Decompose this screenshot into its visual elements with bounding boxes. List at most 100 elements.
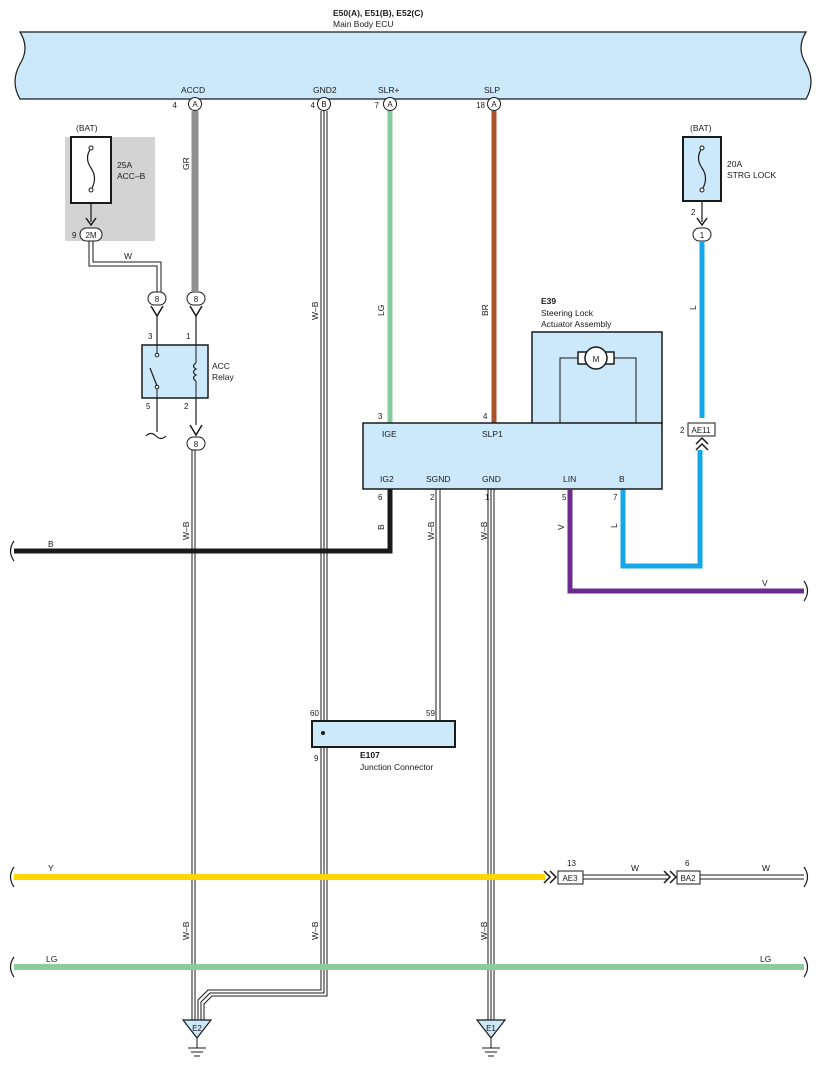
relay-conn-label: 8 xyxy=(194,295,199,304)
wire-v: V V xyxy=(556,489,809,602)
ba2-conn-label: BA2 xyxy=(680,874,696,883)
actuator-term-slp1: SLP1 xyxy=(482,429,503,439)
ecu-pin-num: 4 xyxy=(311,101,316,110)
fuse-name-label: STRG LOCK xyxy=(727,170,776,180)
wire-color-label: B xyxy=(48,539,54,549)
ecu-name-label: Main Body ECU xyxy=(333,19,393,29)
motor-symbol: M xyxy=(593,355,600,364)
actuator-id: E39 xyxy=(541,296,556,306)
ground-label: E1 xyxy=(486,1024,496,1033)
wire-color-label: LG xyxy=(760,954,771,964)
main-body-ecu: E50(A), E51(B), E52(C) Main Body ECU xyxy=(14,8,812,100)
ecu-pin-conn: A xyxy=(491,100,497,109)
fuse-rating-label: 20A xyxy=(727,159,742,169)
wire-color-label: Y xyxy=(48,863,54,873)
ground-e1: E1 xyxy=(475,1019,507,1057)
actuator-pin-lin: 5 xyxy=(562,493,567,502)
connector-ae3: 13 AE3 xyxy=(557,859,584,885)
wire-color-label: LG xyxy=(46,954,57,964)
wire-color-label: L xyxy=(688,305,698,310)
fuse-source-label: (BAT) xyxy=(690,123,712,133)
ecu-pin-slr: SLR+ 7 A xyxy=(375,85,400,111)
actuator-pin-ige: 3 xyxy=(378,412,383,421)
junction-connector-e107: 60 59 9 E107 Junction Connector xyxy=(310,709,456,772)
ecu-pin-accd: ACCD 4 A xyxy=(173,85,205,111)
relay-conn-label: 8 xyxy=(155,295,160,304)
actuator-term-b: B xyxy=(619,474,625,484)
relay-pin-2: 2 xyxy=(184,402,189,411)
steering-lock-actuator: E39 Steering Lock Actuator Assembly M 3 … xyxy=(362,296,663,502)
wire-color-label: L xyxy=(609,523,619,528)
wire-l-b xyxy=(620,450,703,569)
ecu-pin-conn: A xyxy=(387,100,393,109)
wire-color-label: B xyxy=(376,524,386,530)
wire-lg-bottom: LG LG xyxy=(9,954,809,978)
junction-name: Junction Connector xyxy=(360,762,433,772)
fuse-pin-num: 9 xyxy=(72,231,77,240)
actuator-pin-ig2: 6 xyxy=(378,493,383,502)
fuse-conn-label: 1 xyxy=(700,231,705,240)
ae11-conn-label: AE11 xyxy=(692,426,712,435)
wire-wb-relay xyxy=(191,450,196,1020)
actuator-pin-b: 7 xyxy=(613,493,618,502)
wire-w-ba2 xyxy=(700,866,809,888)
ecu-pin-terminal: SLP xyxy=(484,85,500,95)
actuator-term-gnd: GND xyxy=(482,474,501,484)
fuse-name-label: ACC–B xyxy=(117,171,146,181)
wire-wb-gnd xyxy=(487,489,495,1020)
junction-pin-bottom: 9 xyxy=(314,754,319,763)
wire-l-strg: L xyxy=(688,241,705,418)
wire-color-label: V xyxy=(762,578,768,588)
connector-ae11: 2 AE11 xyxy=(680,422,716,451)
fuse-source-label: (BAT) xyxy=(76,123,98,133)
ecu-pin-num: 18 xyxy=(476,101,485,110)
relay-conn-label: 8 xyxy=(194,440,199,449)
ae3-conn-label: AE3 xyxy=(562,874,578,883)
ground-e2: E2 xyxy=(181,1019,213,1057)
ae11-pin: 2 xyxy=(680,426,685,435)
junction-pin-right: 59 xyxy=(426,709,435,718)
junction-pin-left: 60 xyxy=(310,709,319,718)
ecu-pin-num: 7 xyxy=(375,101,380,110)
wire-br-slp: BR xyxy=(480,111,497,423)
wire-w-ae3-ba2 xyxy=(583,870,678,884)
actuator-name2: Actuator Assembly xyxy=(541,319,612,329)
relay-name2-label: Relay xyxy=(212,372,234,382)
fuse-conn-label: 2M xyxy=(85,231,96,240)
wire-color-label: W xyxy=(124,251,132,261)
wire-b: B B xyxy=(9,489,393,562)
relay-pin-1: 1 xyxy=(186,332,191,341)
wire-color-label: V xyxy=(556,524,566,530)
wire-wb-gnd2 xyxy=(197,111,328,1020)
relay-pin-5: 5 xyxy=(146,402,151,411)
fuse-rating-label: 25A xyxy=(117,160,132,170)
wire-color-label: W–B xyxy=(479,521,489,540)
wire-color-label: W–B xyxy=(310,301,320,320)
wire-color-label: BR xyxy=(480,304,490,316)
fuse-strg-lock: (BAT) 20A STRG LOCK 2 1 xyxy=(682,123,776,242)
wire-color-label: W–B xyxy=(479,921,489,940)
ground-label: E2 xyxy=(192,1024,202,1033)
acc-relay: 8 8 3 1 ACC Relay 5 2 8 xyxy=(141,291,234,451)
wire-color-label: W–B xyxy=(310,921,320,940)
actuator-term-ig2: IG2 xyxy=(380,474,394,484)
wire-color-label: W xyxy=(631,863,639,873)
actuator-name: Steering Lock xyxy=(541,308,594,318)
wire-color-label: W–B xyxy=(426,521,436,540)
ecu-pin-terminal: ACCD xyxy=(181,85,205,95)
ecu-pin-slp: SLP 18 A xyxy=(476,85,501,111)
ecu-pin-conn: A xyxy=(192,100,198,109)
junction-id: E107 xyxy=(360,750,380,760)
wire-lg-slr: LG xyxy=(376,111,393,423)
relay-name-label: ACC xyxy=(212,361,230,371)
ecu-pin-num: 4 xyxy=(173,101,178,110)
fuse-acc-b: (BAT) 25A ACC–B 9 2M xyxy=(65,123,155,242)
connector-ba2: 6 BA2 xyxy=(676,859,701,885)
wire-color-label: W–B xyxy=(181,921,191,940)
wire-color-label: W–B xyxy=(181,521,191,540)
ecu-pin-terminal: SLR+ xyxy=(378,85,400,95)
wire-w-acc: W xyxy=(88,241,162,292)
actuator-term-sgnd: SGND xyxy=(426,474,451,484)
wire-color-label: W xyxy=(762,863,770,873)
